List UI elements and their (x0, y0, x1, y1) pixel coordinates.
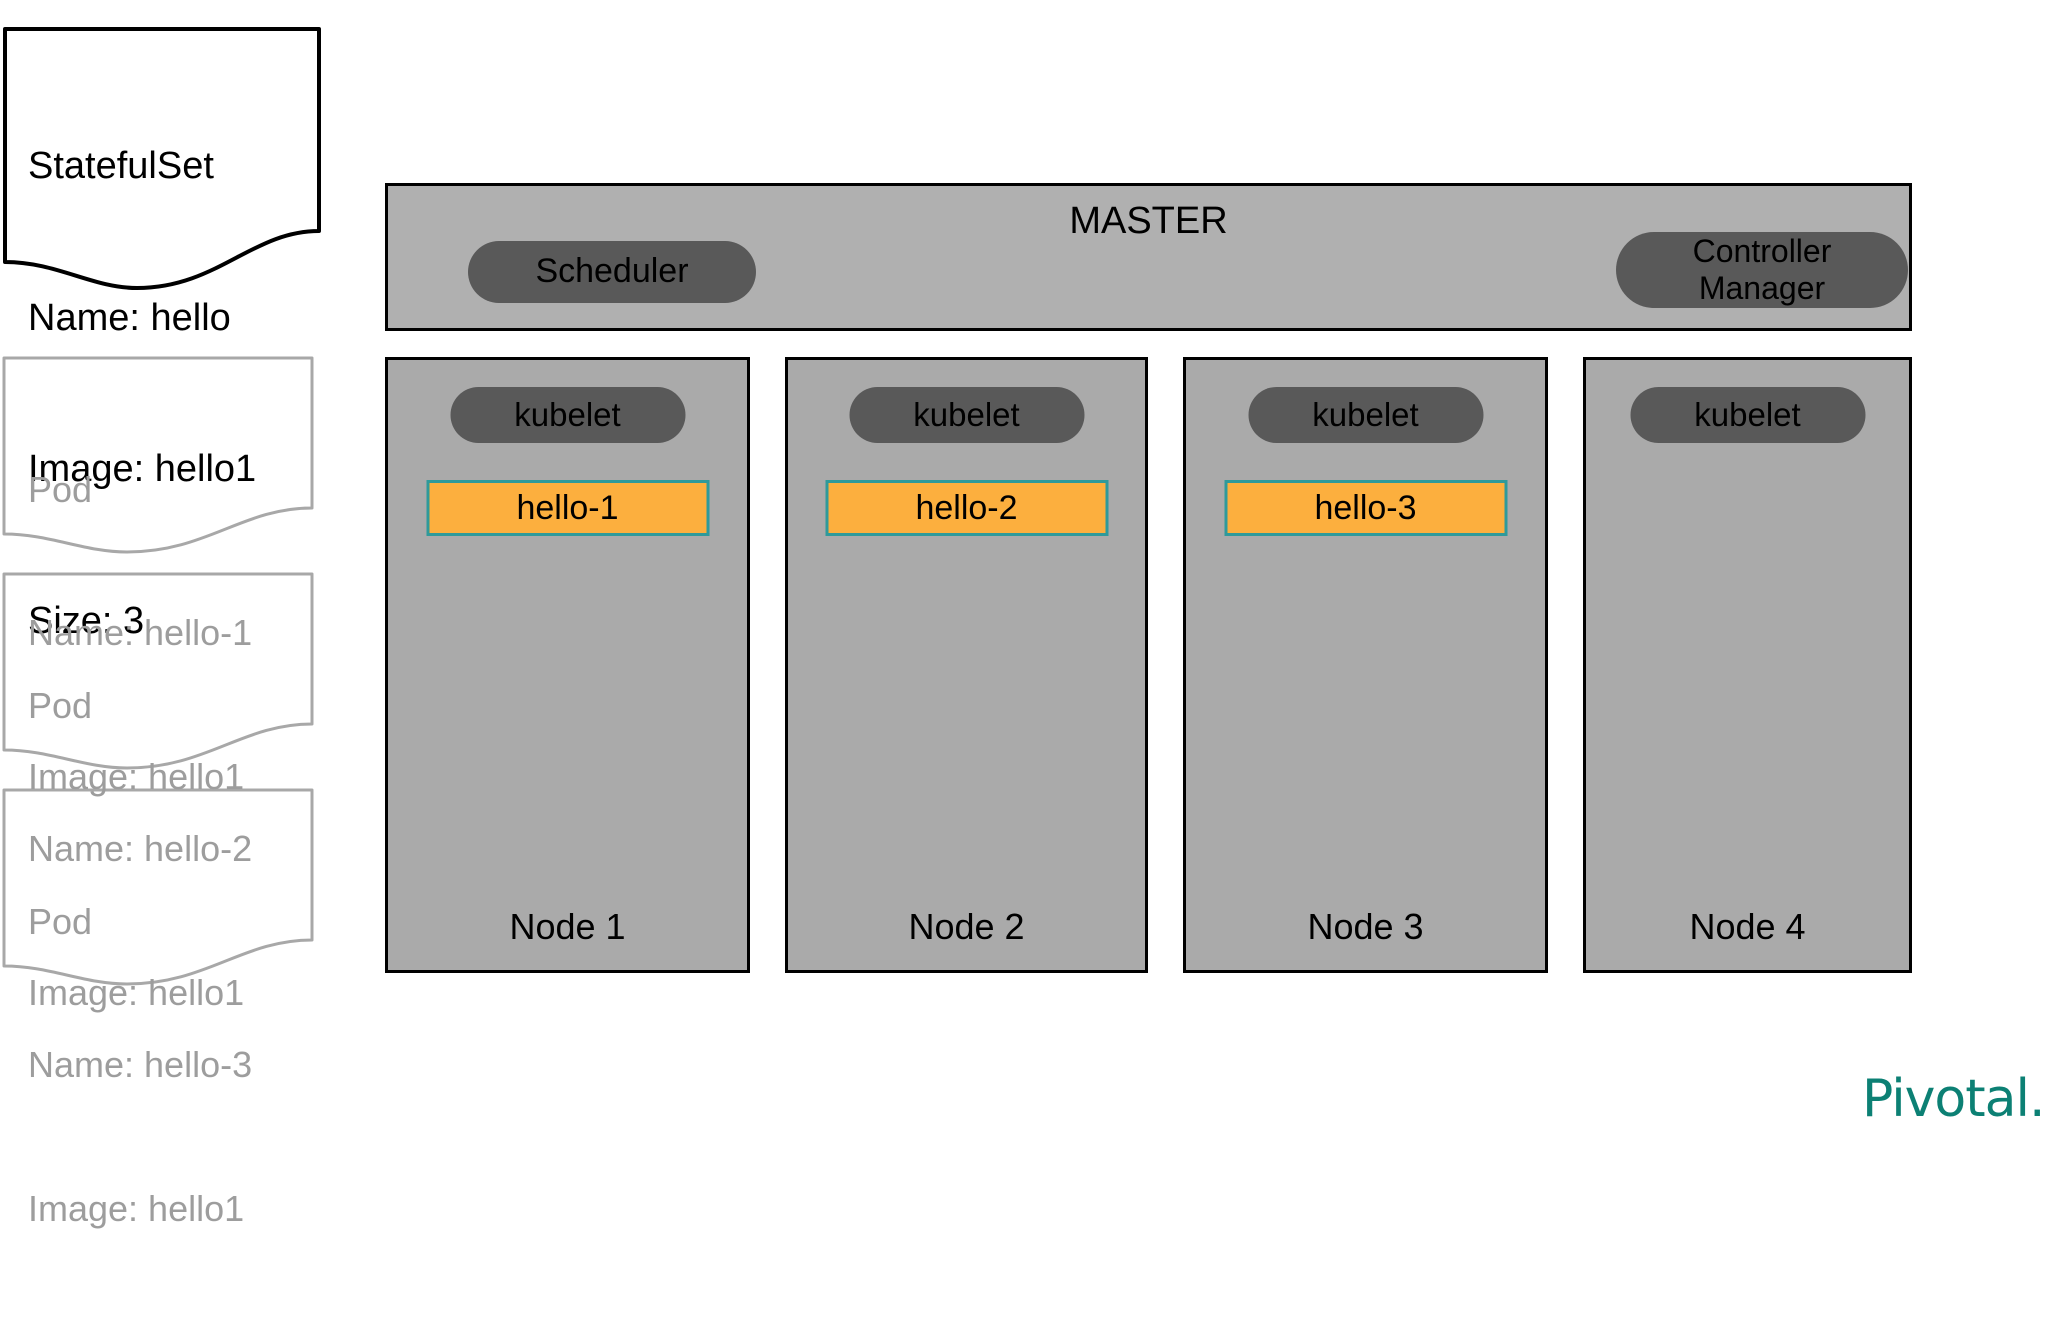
pod-card-shape (2, 572, 314, 770)
controller-manager-label-line2: Manager (1698, 270, 1826, 306)
statefulset-size: Size: 3 (28, 599, 145, 642)
pod-chip[interactable]: hello-1 (426, 480, 709, 536)
node-box[interactable]: kubelet hello-3 Node 3 (1183, 357, 1548, 973)
pod-name: Name: hello-1 (28, 612, 253, 654)
kubelet-component[interactable]: kubelet (450, 387, 685, 443)
pod-chip-label: hello-2 (915, 488, 1018, 527)
pod-image: Image: hello1 (28, 1188, 245, 1229)
pod-kind: Pod (28, 684, 93, 726)
statefulset-card: StatefulSet Name: hello Image: hello1 Si… (2, 26, 322, 642)
pod-image: Image: hello1 (28, 972, 245, 1013)
pod-card-text: Pod Name: hello-2 Image: hello1 (2, 572, 314, 1113)
node-label: Node 1 (509, 906, 626, 947)
pod-card: Pod Name: hello-3 Image: hello1 (2, 788, 314, 1229)
statefulset-name: Name: hello (28, 296, 231, 339)
pod-card: Pod Name: hello-1 Image: hello1 (2, 356, 314, 797)
node-box[interactable]: kubelet hello-1 Node 1 (385, 357, 750, 973)
pod-name: Name: hello-3 (28, 1044, 253, 1086)
pod-kind: Pod (28, 468, 93, 510)
pod-card-shape (2, 788, 314, 986)
statefulset-kind: StatefulSet (28, 145, 214, 188)
scheduler-label: Scheduler (535, 252, 689, 291)
node-label: Node 4 (1689, 906, 1806, 947)
kubelet-label: kubelet (913, 396, 1020, 433)
scheduler-component[interactable]: Scheduler (468, 241, 756, 303)
statefulset-card-text: StatefulSet Name: hello Image: hello1 Si… (2, 26, 322, 747)
master-panel: MASTER Scheduler Controller Manager (385, 183, 1912, 331)
statefulset-card-shape (3, 27, 321, 290)
kubelet-component[interactable]: kubelet (1630, 387, 1865, 443)
node-label: Node 3 (1307, 906, 1424, 947)
kubelet-label: kubelet (1694, 396, 1801, 433)
kubelet-component[interactable]: kubelet (1248, 387, 1483, 443)
node-label: Node 2 (908, 906, 1025, 947)
pod-chip-label: hello-3 (1314, 488, 1417, 527)
pod-card-text: Pod Name: hello-1 Image: hello1 (2, 356, 314, 897)
controller-manager-label-line1: Controller (1692, 232, 1832, 269)
statefulset-image: Image: hello1 (28, 448, 257, 491)
pod-card-text: Pod Name: hello-3 Image: hello1 (2, 788, 314, 1329)
master-title: MASTER (1069, 200, 1228, 242)
controller-manager-component[interactable]: Controller Manager (1616, 232, 1908, 308)
pod-image: Image: hello1 (28, 756, 245, 797)
pod-name: Name: hello-2 (28, 828, 253, 870)
pod-kind: Pod (28, 900, 93, 942)
node-box[interactable]: kubelet hello-2 Node 2 (785, 357, 1148, 973)
pod-card: Pod Name: hello-2 Image: hello1 (2, 572, 314, 1013)
node-box[interactable]: kubelet Node 4 (1583, 357, 1912, 973)
kubelet-label: kubelet (514, 396, 621, 433)
kubelet-component[interactable]: kubelet (849, 387, 1084, 443)
nodes-row: kubelet hello-1 Node 1 kubelet hello-2 N… (385, 357, 1912, 973)
pod-chip-label: hello-1 (516, 488, 619, 527)
pod-card-shape (2, 356, 314, 554)
pod-chip[interactable]: hello-2 (825, 480, 1108, 536)
pod-chip[interactable]: hello-3 (1224, 480, 1507, 536)
pivotal-logo: Pivotal. (1862, 1069, 2045, 1129)
kubelet-label: kubelet (1312, 396, 1419, 433)
